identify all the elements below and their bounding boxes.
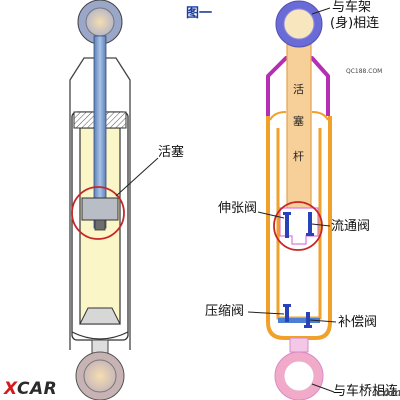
right-flow-leader-line — [311, 223, 331, 227]
right-base-valve-plate — [278, 318, 320, 323]
right-compression-valve — [285, 304, 289, 322]
right-bottom-stem — [289, 337, 309, 353]
left-bottom-mount-hole — [83, 359, 117, 393]
top-mount-label-line2: (身)相连 — [330, 16, 380, 31]
figure-title: 图一 — [186, 6, 213, 21]
xcar-logo-right: .com — [372, 386, 400, 399]
right-rebound-valve — [285, 212, 289, 238]
xcar-logo: XCAR — [4, 379, 57, 399]
right-top-mount-hole — [283, 8, 315, 40]
right-compensation-valve-cap — [304, 325, 312, 328]
compression-valve-label: 压缩阀 — [205, 304, 245, 319]
rod-char-2: 塞 — [293, 115, 304, 128]
right-rebound-leader-line — [257, 211, 285, 219]
right-compression-leader-line — [247, 311, 285, 315]
top-mount-label-line1: 与车架 — [332, 0, 372, 15]
right-compensation-valve — [306, 312, 310, 328]
left-piston — [81, 197, 119, 221]
watermark: QC188.COM — [346, 68, 383, 75]
right-shock-absorber-schematic — [247, 0, 337, 400]
right-piston-callout-circle — [273, 201, 323, 251]
left-piston-nut — [94, 219, 106, 231]
left-shock-absorber — [69, 0, 159, 400]
xcar-logo-x: X — [4, 379, 18, 399]
right-flow-valve-cap — [306, 233, 314, 236]
right-flow-valve — [308, 212, 312, 236]
piston-label: 活塞 — [158, 145, 185, 160]
left-piston-leader-line — [115, 157, 159, 197]
rod-char-3: 杆 — [293, 150, 304, 163]
xcar-logo-text: CAR — [17, 379, 58, 399]
rebound-valve-label: 伸张阀 — [218, 201, 258, 216]
right-reservoir-top-right — [311, 111, 329, 121]
left-reservoir-bottom — [71, 331, 129, 340]
left-piston-callout-circle — [71, 186, 125, 240]
right-bottom-leader-line — [311, 383, 335, 393]
right-reservoir-top — [269, 111, 287, 121]
rod-char-1: 活 — [293, 83, 304, 96]
right-bottom-mount-hole — [283, 360, 315, 392]
right-rebound-valve-cap — [283, 212, 291, 215]
right-piston-rod — [286, 39, 312, 227]
right-top-leader-line — [311, 7, 331, 15]
right-compensation-leader-line — [309, 319, 337, 323]
right-compression-valve-cap — [283, 304, 291, 307]
compensation-valve-label: 补偿阀 — [338, 315, 378, 330]
left-top-mount-hole — [85, 7, 115, 37]
left-base-valve — [79, 307, 121, 325]
bottom-mount-label: 与车桥相连 — [333, 384, 399, 399]
flow-valve-label: 流通阀 — [331, 219, 371, 234]
